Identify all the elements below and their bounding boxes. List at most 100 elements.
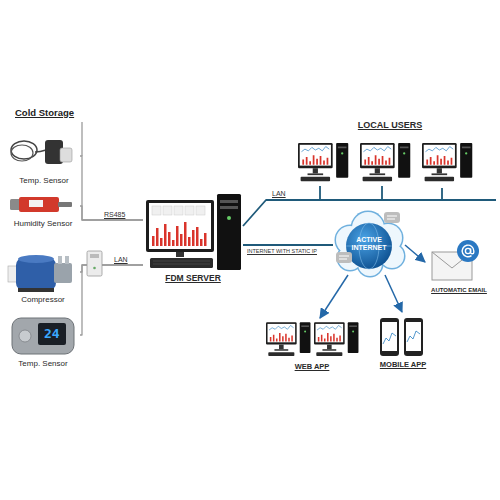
sensor-box: Temp. Sensor <box>8 128 80 190</box>
humidity-sensor-icon <box>10 197 72 212</box>
converter-body <box>87 251 102 276</box>
connector-line <box>243 244 333 246</box>
compressor-dome <box>18 255 54 263</box>
connector-line <box>320 275 348 318</box>
bar-chart <box>152 222 207 246</box>
group-heading: Cold Storage <box>15 108 74 118</box>
node-label: Humidity Sensor <box>6 219 80 228</box>
converter-led <box>93 267 96 270</box>
cable <box>35 150 46 152</box>
computer-icon <box>266 322 310 356</box>
monitor-frame <box>146 200 214 252</box>
drive-bay <box>220 200 238 203</box>
sensor-box: Temp. Sensor <box>6 312 80 372</box>
node-label: Compressor <box>6 295 80 304</box>
power-led <box>227 216 231 220</box>
server-tower <box>217 194 241 270</box>
screen-panel <box>185 206 194 215</box>
app-box: WEB APP <box>262 318 362 376</box>
screen-panel <box>152 206 161 215</box>
connector-label: LAN <box>272 190 286 198</box>
node-label: FDM SERVER <box>143 274 243 284</box>
lan-line <box>442 199 496 201</box>
chat-bubble <box>384 212 400 223</box>
equipment-box: Compressor <box>6 250 80 308</box>
node-label: LOCAL USERS <box>290 120 490 130</box>
connector-line <box>80 156 143 220</box>
connector-label: INTERNET WITH STATIC IP <box>247 248 317 254</box>
temp-sensor-icon <box>11 140 72 164</box>
users-group: LOCAL USERS <box>290 118 490 188</box>
email-box: AUTOMATIC EMAIL <box>425 238 493 300</box>
sensor-plate <box>29 200 43 207</box>
connector-line <box>243 188 442 226</box>
node-label: MOBILE APP <box>372 361 434 370</box>
server-box: FDM SERVER <box>143 190 243 290</box>
server-icon <box>146 194 241 270</box>
phone-body <box>404 318 423 356</box>
email-icon <box>432 240 479 280</box>
node-label: Temp. Sensor <box>8 176 80 185</box>
at-symbol <box>462 245 474 257</box>
phone-screen <box>406 322 421 351</box>
lan-branch <box>381 186 383 200</box>
keyboard <box>150 258 213 268</box>
connector-label: LAN <box>114 256 128 264</box>
phone-chart <box>383 333 396 344</box>
phone-chart <box>407 331 420 342</box>
lan-branch <box>319 186 321 200</box>
connector-line <box>385 275 402 312</box>
pipe <box>65 256 69 264</box>
lan-converter-icon <box>87 251 102 276</box>
at-symbol <box>465 248 470 253</box>
internet-cloud: ACTIVE INTERNET <box>333 215 405 275</box>
internet-cloud-icon <box>335 211 406 278</box>
temp-display-icon <box>12 318 74 354</box>
computer-icon <box>314 322 358 356</box>
sensor-box: Humidity Sensor <box>6 192 80 232</box>
sensor-body <box>19 197 59 212</box>
cable-coil <box>11 141 37 159</box>
knob <box>19 330 31 342</box>
cloud-outline <box>335 211 406 278</box>
pipe <box>58 256 62 264</box>
connector-label: RS485 <box>104 211 125 219</box>
computer-icon <box>298 143 348 181</box>
screen-panel <box>196 206 205 215</box>
converter-port <box>90 254 99 258</box>
fitting <box>54 263 72 283</box>
phone-icon <box>380 318 423 356</box>
chat-bubble <box>336 252 352 263</box>
computer-icon <box>422 143 472 181</box>
node-label: AUTOMATIC EMAIL <box>425 287 493 294</box>
computer-icon <box>360 143 410 181</box>
monitor-stand <box>176 252 184 257</box>
connector-line <box>80 206 143 220</box>
node-label: WEB APP <box>262 363 362 372</box>
bus-line <box>81 122 82 156</box>
monitor-screen <box>149 203 211 249</box>
screen-panel <box>163 206 172 215</box>
node-label: ACTIVE INTERNET <box>333 236 405 252</box>
phone-body <box>380 318 399 356</box>
display-reading: 24 <box>44 327 60 340</box>
keyboard-keys <box>153 261 210 264</box>
sensor-head <box>60 148 72 162</box>
sensor-tail <box>58 202 72 207</box>
screen-panel <box>174 206 183 215</box>
chat-lines <box>387 216 397 219</box>
at-badge <box>457 240 479 262</box>
cloud-fill <box>336 212 404 276</box>
compressor-base <box>18 288 54 292</box>
chat-lines <box>339 256 349 259</box>
node-label: Temp. Sensor <box>6 359 80 368</box>
phone-screen <box>382 322 397 351</box>
connector-line <box>405 245 425 262</box>
display-screen <box>38 323 66 345</box>
compressor-icon <box>8 255 72 292</box>
drive-bay <box>220 206 238 209</box>
app-box: MOBILE APP <box>372 312 434 374</box>
display-housing <box>12 318 74 354</box>
